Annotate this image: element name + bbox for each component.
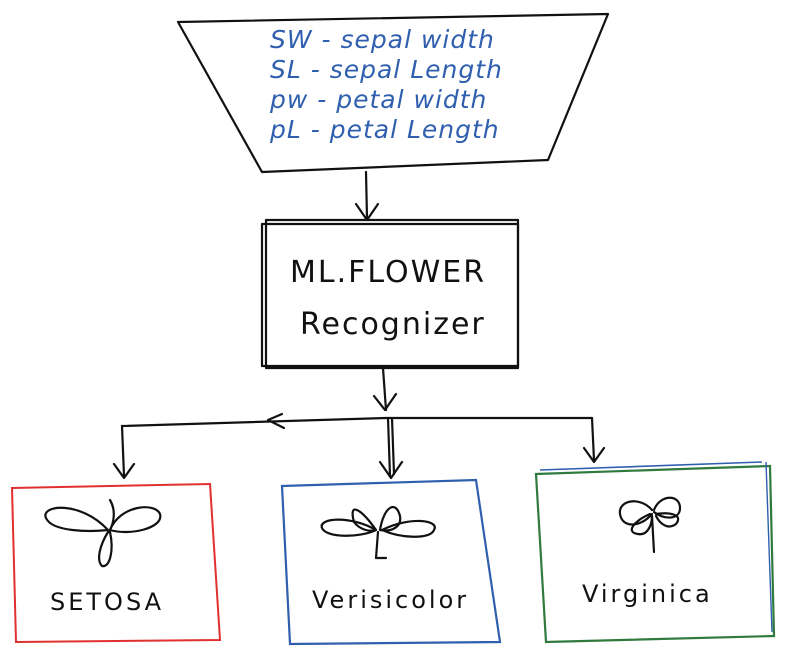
class-box-setosa: SETOSA xyxy=(10,482,222,644)
arrow-model-to-branch xyxy=(372,366,398,412)
class-label-versicolor: Verisicolor xyxy=(312,586,469,614)
model-title-line2: Recognizer xyxy=(300,307,486,342)
branch-connectors xyxy=(112,412,606,480)
input-line-petal-width: pw - petal width xyxy=(269,85,487,114)
input-line-petal-length: pL - petal Length xyxy=(269,115,500,144)
virginica-flower-icon xyxy=(618,496,682,554)
class-label-setosa: SETOSA xyxy=(50,588,164,616)
class-box-virginica: Virginica xyxy=(534,461,776,644)
setosa-flower-icon xyxy=(44,498,162,568)
input-line-sepal-length: SL - sepal Length xyxy=(270,55,503,84)
model-box: ML.FLOWER Recognizer xyxy=(260,218,520,370)
input-line-sepal-width: SW - sepal width xyxy=(270,25,495,54)
versicolor-flower-icon xyxy=(320,505,436,560)
arrow-inputs-to-model xyxy=(354,170,380,222)
model-title-line1: ML.FLOWER xyxy=(290,255,486,290)
class-box-versicolor: Verisicolor xyxy=(280,478,502,646)
inputs-trapezoid: SW - sepal width SL - sepal Length pw - … xyxy=(176,12,610,174)
class-label-virginica: Virginica xyxy=(582,580,713,608)
